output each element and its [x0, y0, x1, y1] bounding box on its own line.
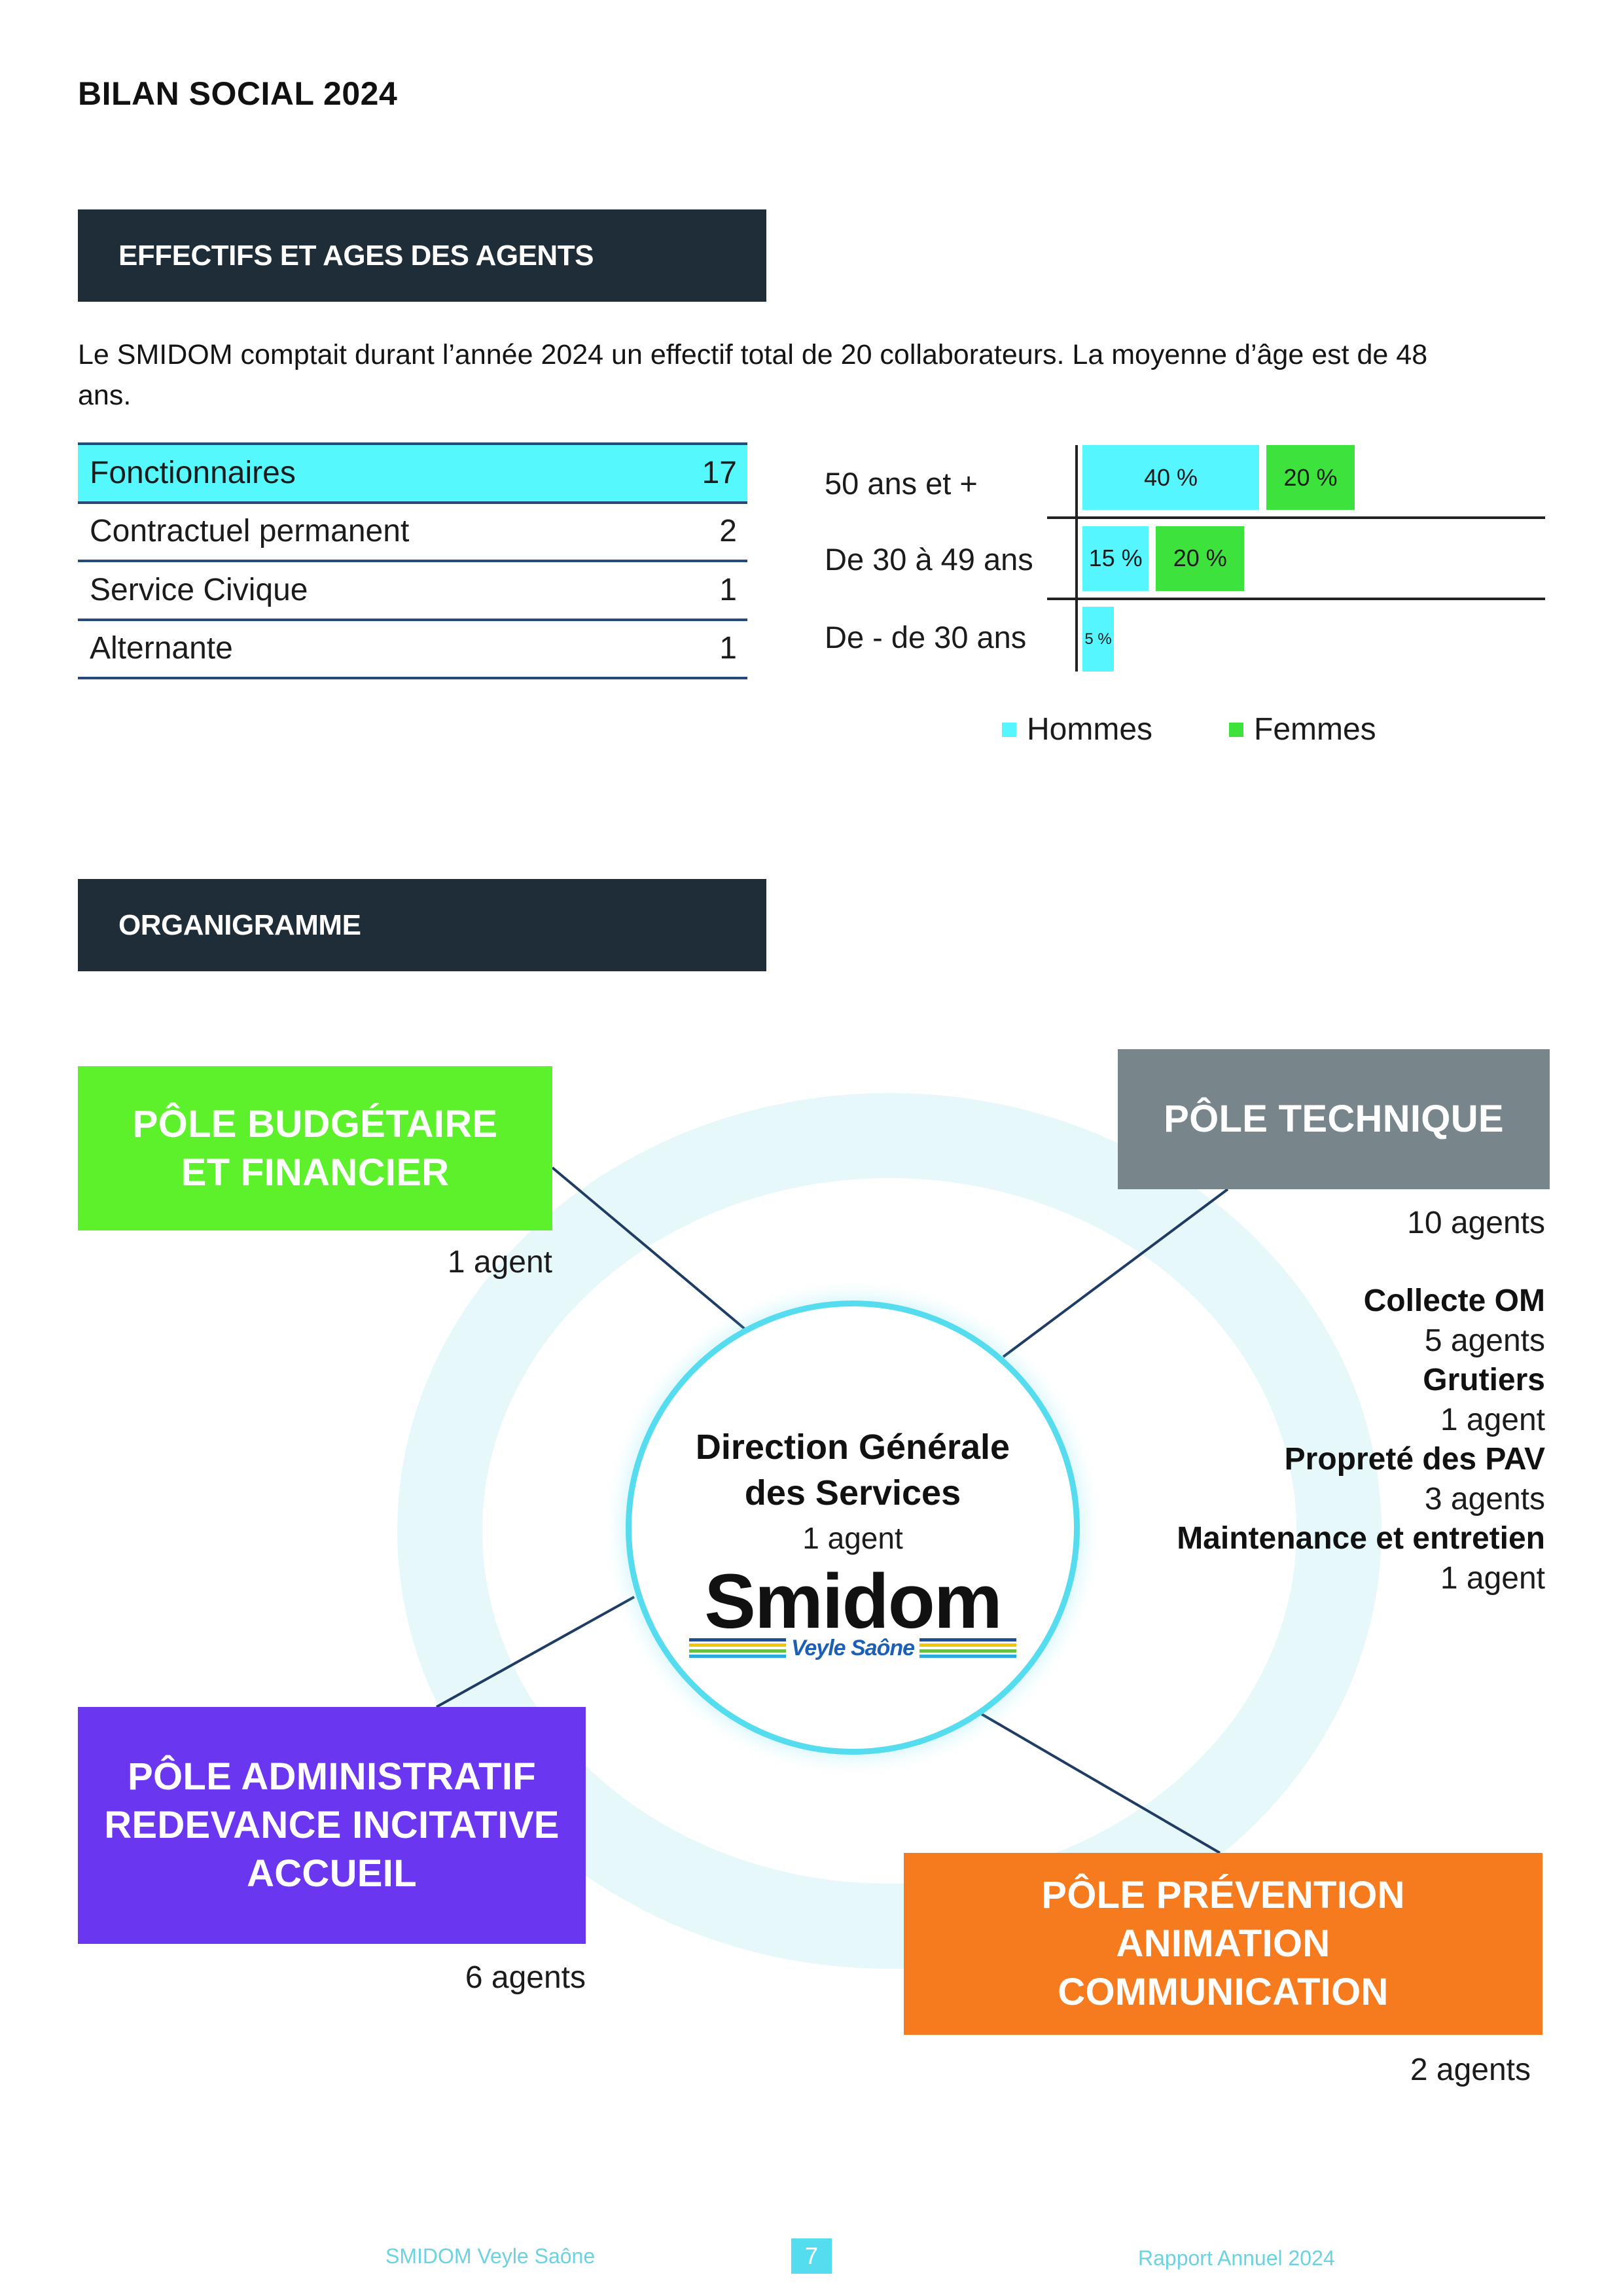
pole-prevention-box: PÔLE PRÉVENTION ANIMATION COMMUNICATION	[904, 1853, 1543, 2035]
chart-category-label: De - de 30 ans	[825, 620, 1027, 655]
section-header-organigramme-label: ORGANIGRAMME	[118, 908, 361, 941]
team-count: 1 agent	[1440, 1402, 1545, 1437]
connector-line-administratif	[436, 1596, 635, 1708]
chart-category-label: De 30 à 49 ans	[825, 542, 1033, 577]
legend-swatch-hommes	[1002, 723, 1016, 737]
row-label: Contractuel permanent	[90, 514, 410, 549]
footer-report-title: Rapport Annuel 2024	[1138, 2246, 1335, 2270]
table-row: Service Civique 1	[78, 562, 747, 621]
pole-prevention-count: 2 agents	[1410, 2053, 1531, 2087]
page-number-badge: 7	[791, 2238, 832, 2274]
legend-label-femmes: Femmes	[1254, 712, 1376, 747]
bar-hommes-3: 5 %	[1082, 607, 1114, 672]
bar-femmes-2: 20 %	[1156, 526, 1245, 591]
team-count: 5 agents	[1424, 1323, 1545, 1358]
smidom-logo-tagline-row: Veyle Saône	[632, 1635, 1074, 1661]
staff-table: Fonctionnaires 17 Contractuel permanent …	[78, 442, 747, 679]
intro-paragraph: Le SMIDOM comptait durant l’année 2024 u…	[78, 339, 1428, 411]
team-name: Collecte OM	[1363, 1283, 1545, 1318]
pole-title-line: REDEVANCE INCITATIVE	[104, 1804, 560, 1846]
table-row: Contractuel permanent 2	[78, 504, 747, 562]
pole-title-line: PÔLE TECHNIQUE	[1164, 1098, 1504, 1140]
footer-organization: SMIDOM Veyle Saône	[385, 2244, 596, 2268]
page-title: BILAN SOCIAL 2024	[78, 75, 398, 112]
pole-title-line: ET FINANCIER	[181, 1151, 450, 1194]
bar-value-label: 5 %	[1084, 630, 1112, 648]
bar-hommes-1: 40 %	[1082, 445, 1259, 510]
pole-title-line: ANIMATION	[1116, 1922, 1330, 1965]
legend-swatch-femmes	[1229, 723, 1243, 737]
page-number: 7	[804, 2242, 819, 2269]
chart-axis-line	[1075, 445, 1078, 672]
logo-stripes-icon	[919, 1638, 1017, 1658]
legend-item-hommes: Hommes	[1002, 710, 1152, 749]
pole-title-line: PÔLE PRÉVENTION	[1041, 1874, 1405, 1916]
row-count: 1	[719, 631, 737, 666]
table-row: Fonctionnaires 17	[78, 445, 747, 504]
smidom-logo-wordmark: Smidom	[704, 1558, 1003, 1645]
row-count: 17	[702, 455, 737, 490]
bar-value-label: 15 %	[1088, 545, 1143, 571]
section-header-effectifs: EFFECTIFS ET AGES DES AGENTS	[78, 209, 766, 302]
pole-administratif-count: 6 agents	[465, 1960, 586, 1995]
pole-title-line: PÔLE ADMINISTRATIF	[127, 1755, 537, 1798]
direction-title-line: des Services	[744, 1473, 961, 1513]
direction-agent-count: 1 agent	[802, 1521, 903, 1555]
logo-stripes-icon	[688, 1638, 786, 1658]
row-label: Service Civique	[90, 572, 308, 607]
pole-technique-teams: Collecte OM 5 agents Grutiers 1 agent Pr…	[1177, 1282, 1545, 1598]
pole-technique-box: PÔLE TECHNIQUE	[1118, 1049, 1550, 1189]
pole-title-line: COMMUNICATION	[1058, 1971, 1389, 2013]
table-row: Alternante 1	[78, 621, 747, 679]
direction-title-line: Direction Générale	[695, 1427, 1010, 1467]
pole-title-line: PÔLE BUDGÉTAIRE	[132, 1102, 498, 1145]
connector-line-prevention	[980, 1713, 1221, 1854]
legend-item-femmes: Femmes	[1229, 710, 1376, 749]
row-count: 1	[719, 572, 737, 607]
connector-line-budget	[551, 1166, 751, 1335]
pole-budgetaire-box: PÔLE BUDGÉTAIRE ET FINANCIER	[78, 1066, 552, 1230]
pole-technique-count: 10 agents	[1407, 1206, 1545, 1240]
connector-line-technique	[1002, 1188, 1229, 1358]
section-header-organigramme: ORGANIGRAMME	[78, 879, 766, 971]
bar-value-label: 20 %	[1283, 463, 1338, 491]
bar-femmes-1: 20 %	[1266, 445, 1355, 510]
smidom-logo-tagline: Veyle Saône	[791, 1636, 915, 1660]
legend-label-hommes: Hommes	[1027, 712, 1153, 747]
chart-category-label: 50 ans et +	[825, 466, 978, 501]
pole-budgetaire-count: 1 agent	[447, 1245, 552, 1280]
chart-row-separator	[1047, 516, 1545, 519]
row-label: Fonctionnaires	[90, 455, 296, 490]
row-count: 2	[719, 514, 737, 549]
section-header-effectifs-label: EFFECTIFS ET AGES DES AGENTS	[118, 239, 594, 272]
decorative-ring	[397, 1093, 1382, 1969]
team-name: Grutiers	[1423, 1363, 1545, 1397]
team-name: Maintenance et entretien	[1177, 1521, 1545, 1556]
team-name: Propreté des PAV	[1284, 1442, 1545, 1477]
pole-administratif-box: PÔLE ADMINISTRATIF REDEVANCE INCITATIVE …	[78, 1707, 586, 1944]
chart-row-separator	[1047, 598, 1545, 600]
team-count: 1 agent	[1440, 1560, 1545, 1596]
row-label: Alternante	[90, 631, 233, 666]
bar-hommes-2: 15 %	[1082, 526, 1149, 591]
bar-value-label: 20 %	[1173, 545, 1227, 571]
team-count: 3 agents	[1424, 1481, 1545, 1516]
pole-title-line: ACCUEIL	[247, 1852, 417, 1895]
direction-generale-node: Direction Générale des Services 1 agent …	[626, 1300, 1080, 1755]
bar-value-label: 40 %	[1143, 463, 1198, 491]
